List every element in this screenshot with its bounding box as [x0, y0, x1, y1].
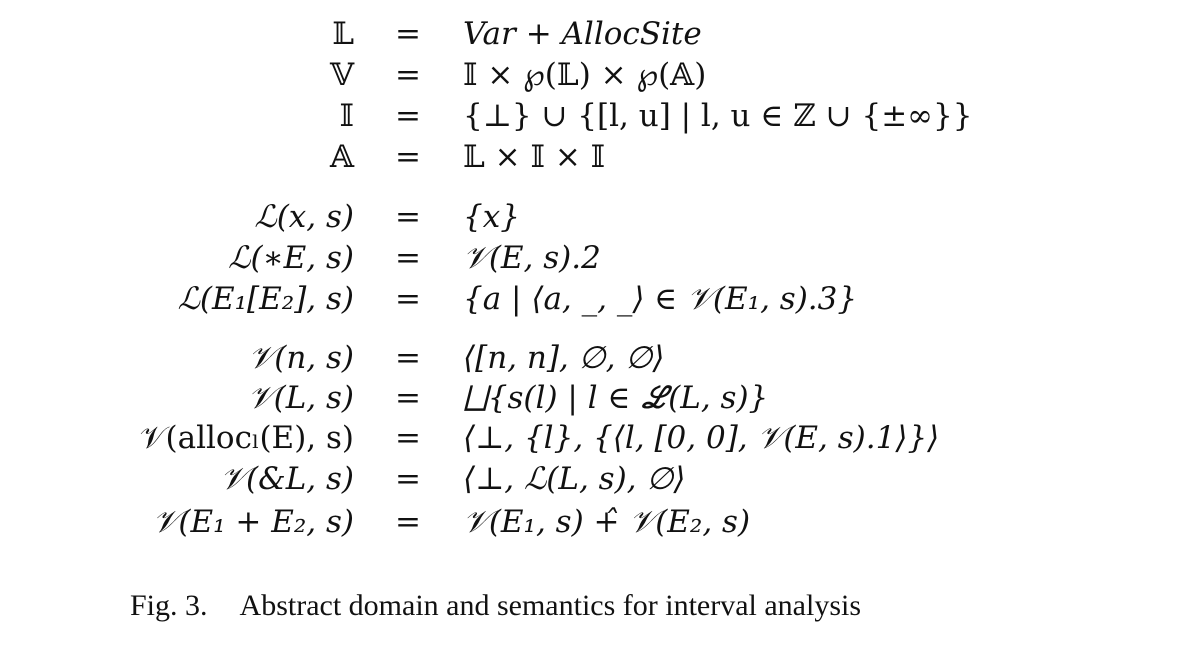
equation-relation: =	[395, 57, 421, 93]
equation-row: 𝕃 = Var + AllocSite	[0, 14, 1186, 54]
equation-row: 𝒱(&L, s) = ⟨⊥, ℒ(L, s), ∅⟩	[0, 459, 1186, 499]
equation-relation: =	[395, 240, 421, 276]
equation-lhs: 𝕃	[332, 16, 354, 52]
equation-lhs: ℒ(E₁[E₂], s)	[177, 281, 354, 317]
equation-relation: =	[395, 199, 421, 235]
equation-row: ℒ(E₁[E₂], s) = {a | ⟨a, _, _⟩ ∈ 𝒱(E₁, s)…	[0, 279, 1186, 319]
equation-rhs: ⨆{s(l) | l ∈ ℒ(L, s)}	[463, 380, 769, 416]
equation-rhs: 𝒱(E, s).2	[463, 240, 601, 276]
equation-row: 𝕀 = {⊥} ∪ {[l, u] | l, u ∈ ℤ ∪ {±∞}}	[0, 96, 1186, 136]
equation-rhs: ⟨⊥, ℒ(L, s), ∅⟩	[463, 461, 686, 497]
equation-rhs: 𝕃 × 𝕀 × 𝕀	[463, 139, 606, 175]
equation-row: 𝔸 = 𝕃 × 𝕀 × 𝕀	[0, 137, 1186, 177]
equation-lhs: 𝒱(n, s)	[248, 340, 354, 376]
equation-lhs: 𝕍	[329, 57, 354, 93]
equation-relation: =	[395, 461, 421, 497]
equation-relation: =	[395, 139, 421, 175]
equation-lhs: 𝒱(L, s)	[247, 380, 354, 416]
equation-relation: =	[395, 380, 421, 416]
equation-relation: =	[395, 504, 421, 540]
equation-lhs: ℒ(∗E, s)	[228, 240, 354, 276]
equation-rhs: 𝒱(E₁, s) +̂ 𝒱(E₂, s)	[463, 504, 751, 540]
equation-lhs: 𝒱(&L, s)	[220, 461, 354, 497]
equation-rhs: 𝕀 × ℘(𝕃) × ℘(𝔸)	[463, 57, 707, 93]
equation-lhs: 𝕀	[339, 98, 354, 134]
equation-row: 𝒱(n, s) = ⟨[n, n], ∅, ∅⟩	[0, 338, 1186, 378]
equation-relation: =	[395, 98, 421, 134]
equation-rhs: {a | ⟨a, _, _⟩ ∈ 𝒱(E₁, s).3}	[463, 281, 858, 317]
figure-caption: Fig. 3. Abstract domain and semantics for…	[130, 588, 861, 624]
equation-rhs: {⊥} ∪ {[l, u] | l, u ∈ ℤ ∪ {±∞}}	[463, 98, 973, 134]
figure-label: Fig. 3.	[130, 589, 208, 622]
equation-rhs: ⟨⊥, {l}, {⟨l, [0, 0], 𝒱(E, s).1⟩}⟩	[463, 420, 940, 456]
equation-lhs: 𝒱(allocₗ(E), s)	[139, 420, 354, 456]
equation-relation: =	[395, 281, 421, 317]
equation-rhs: Var + AllocSite	[463, 16, 702, 52]
equation-relation: =	[395, 420, 421, 456]
equation-row: 𝒱(allocₗ(E), s) = ⟨⊥, {l}, {⟨l, [0, 0], …	[0, 418, 1186, 458]
equation-row: ℒ(x, s) = {x}	[0, 197, 1186, 237]
equation-rhs: ⟨[n, n], ∅, ∅⟩	[463, 340, 665, 376]
equation-rhs: {x}	[463, 199, 520, 235]
equation-row: 𝒱(L, s) = ⨆{s(l) | l ∈ ℒ(L, s)}	[0, 378, 1186, 418]
equation-row: 𝕍 = 𝕀 × ℘(𝕃) × ℘(𝔸)	[0, 55, 1186, 95]
caption-text: Abstract domain and semantics for interv…	[239, 589, 862, 622]
equation-lhs: ℒ(x, s)	[254, 199, 354, 235]
equation-lhs: 𝒱(E₁ + E₂, s)	[152, 504, 354, 540]
equation-relation: =	[395, 16, 421, 52]
equation-lhs: 𝔸	[329, 139, 354, 175]
equation-row: 𝒱(E₁ + E₂, s) = 𝒱(E₁, s) +̂ 𝒱(E₂, s)	[0, 502, 1186, 542]
equation-relation: =	[395, 340, 421, 376]
equation-row: ℒ(∗E, s) = 𝒱(E, s).2	[0, 238, 1186, 278]
